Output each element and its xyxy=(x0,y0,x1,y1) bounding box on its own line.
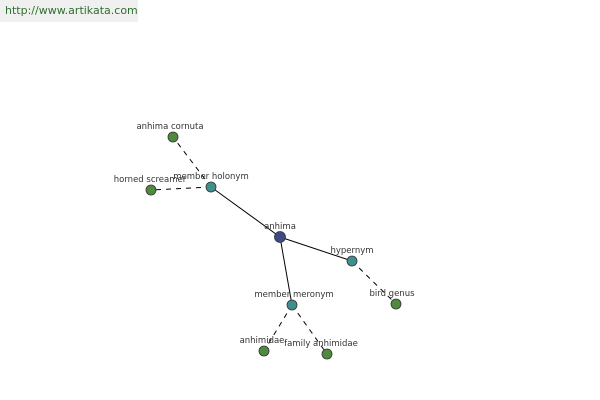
node-label-member-holonym[interactable]: member holonym xyxy=(173,172,248,182)
nodes-layer xyxy=(145,131,402,360)
node-label-anhima-cornuta[interactable]: anhima cornuta xyxy=(136,122,203,132)
node-family-anhimidae[interactable] xyxy=(321,348,333,360)
node-label-horned-screamer[interactable]: horned screamer xyxy=(114,175,187,185)
node-anhima[interactable] xyxy=(274,231,286,243)
edge-member-holonym-to-anhima-cornuta xyxy=(172,136,212,188)
edge-hypernym-to-bird-genus xyxy=(351,260,397,305)
node-horned-screamer[interactable] xyxy=(145,184,157,196)
node-label-anhima[interactable]: anhima xyxy=(264,222,296,232)
edge-member-meronym-to-anhimidae xyxy=(263,304,293,352)
node-label-member-meronym[interactable]: member meronym xyxy=(254,290,333,300)
node-member-meronym[interactable] xyxy=(286,299,298,311)
node-hypernym[interactable] xyxy=(346,255,358,267)
node-anhima-cornuta[interactable] xyxy=(167,131,179,143)
edge-member-meronym-to-family-anhimidae xyxy=(291,304,328,355)
node-anhimidae[interactable] xyxy=(258,345,270,357)
edge-member-holonym-to-horned-screamer xyxy=(150,186,212,191)
node-member-holonym[interactable] xyxy=(205,181,217,193)
node-bird-genus[interactable] xyxy=(390,298,402,310)
edge-anhima-to-hypernym xyxy=(279,236,353,262)
labels-layer: anhima member holonym hypernym member meron… xyxy=(114,122,415,349)
site-url-link[interactable]: http://www.artikata.com xyxy=(0,0,138,22)
node-label-bird-genus[interactable]: bird genus xyxy=(369,289,415,299)
edges-layer xyxy=(150,136,397,355)
node-label-family-anhimidae[interactable]: family anhimidae xyxy=(284,339,358,349)
node-label-hypernym[interactable]: hypernym xyxy=(330,246,373,256)
node-label-anhimidae[interactable]: anhimidae xyxy=(240,336,285,346)
edge-anhima-to-member-meronym xyxy=(279,236,293,306)
edge-anhima-to-member-holonym xyxy=(210,186,281,238)
